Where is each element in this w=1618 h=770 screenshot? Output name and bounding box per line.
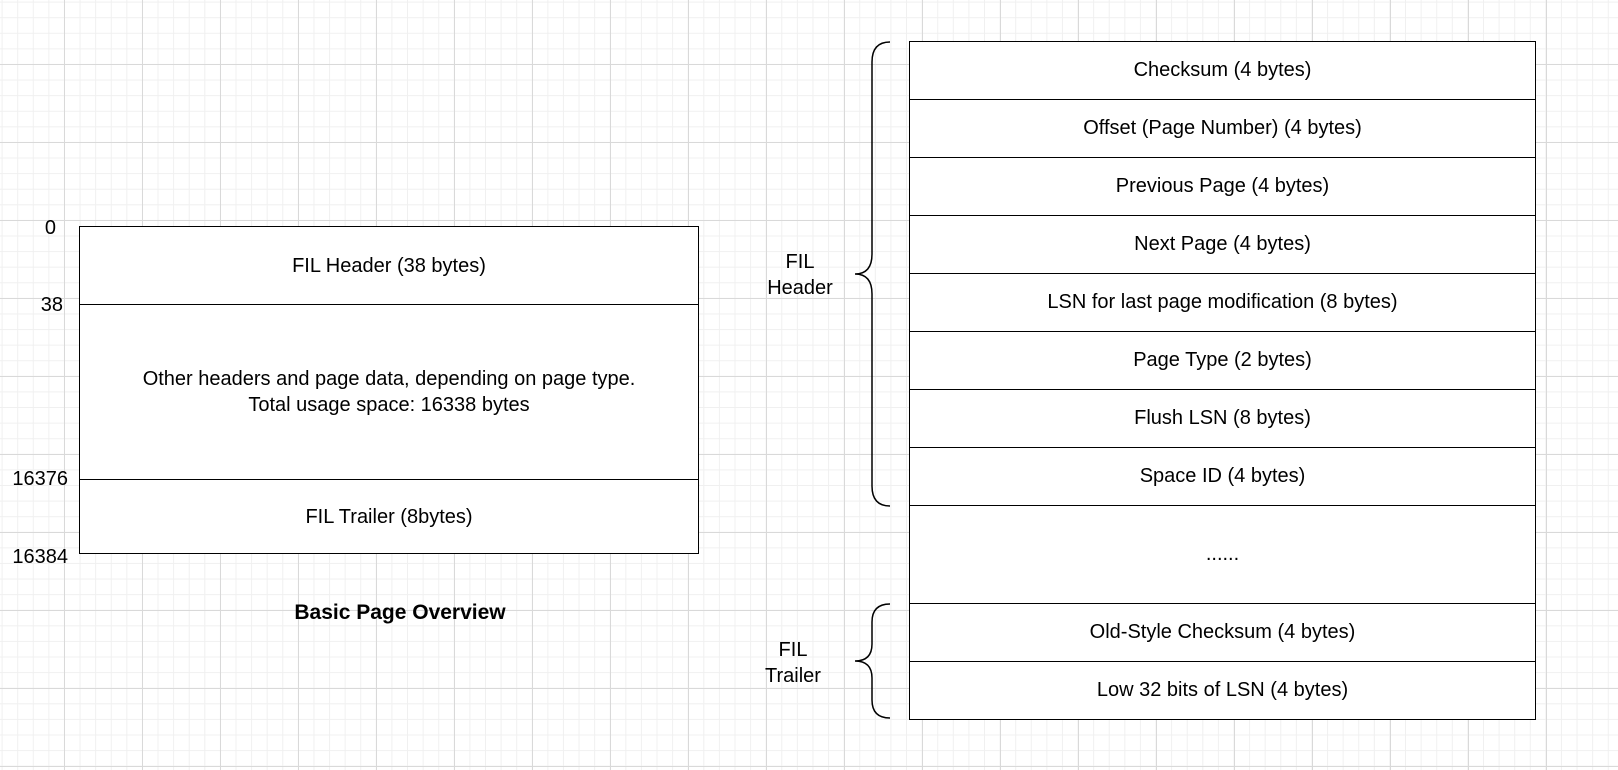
offset-16376: 16376	[12, 468, 68, 490]
diagram-caption: Basic Page Overview	[294, 601, 506, 624]
fil-trailer-block: FIL Trailer (8bytes)	[80, 479, 698, 555]
page-data-block-line-1: Other headers and page data, depending o…	[142, 367, 636, 390]
page-data-block: Other headers and page data, depending o…	[80, 304, 698, 480]
detail-row-label: Flush LSN (8 bytes)	[1134, 407, 1311, 429]
detail-row-label: Low 32 bits of LSN (4 bytes)	[1096, 678, 1349, 701]
fil-header-block-label: FIL Header (38 bytes)	[292, 254, 486, 277]
fil-header-side-label: FIL Header	[750, 249, 850, 301]
fil-trailer-block-label: FIL Trailer (8bytes)	[305, 506, 473, 528]
fil-header-block: FIL Header (38 bytes)	[80, 227, 698, 305]
detail-row-offset: Offset (Page Number) (4 bytes)	[910, 100, 1535, 158]
detail-row-label: Page Type (2 bytes)	[1133, 349, 1312, 371]
detail-row-lsn: LSN for last page modification (8 bytes)	[910, 274, 1535, 332]
detail-row-label: Space ID (4 bytes)	[1139, 465, 1306, 487]
fil-trailer-side-label: FIL Trailer	[743, 637, 843, 689]
detail-row-label: Old-Style Checksum (4 bytes)	[1089, 621, 1356, 643]
detail-row-previous-page: Previous Page (4 bytes)	[910, 158, 1535, 216]
detail-row-checksum: Checksum (4 bytes)	[910, 42, 1535, 100]
detail-row-next-page: Next Page (4 bytes)	[910, 216, 1535, 274]
fil-header-side-label-line-1: FIL	[785, 251, 815, 273]
fil-trailer-side-label-line-2: Trailer	[765, 665, 821, 687]
fil-trailer-brace	[854, 603, 891, 719]
fil-header-brace	[854, 41, 891, 507]
detail-row-page-type: Page Type (2 bytes)	[910, 332, 1535, 390]
detail-row-low-lsn: Low 32 bits of LSN (4 bytes)	[910, 662, 1535, 718]
detail-row-flush-lsn: Flush LSN (8 bytes)	[910, 390, 1535, 448]
detail-row-space-id: Space ID (4 bytes)	[910, 448, 1535, 506]
offset-38: 38	[40, 294, 63, 316]
page-detail-box: Checksum (4 bytes) Offset (Page Number) …	[909, 41, 1536, 720]
detail-row-label: ......	[1205, 543, 1240, 565]
offset-16384: 16384	[12, 546, 68, 568]
page-overview-box: FIL Header (38 bytes) Other headers and …	[79, 226, 699, 554]
detail-row-label: LSN for last page modification (8 bytes)	[1047, 291, 1398, 313]
detail-row-label: Next Page (4 bytes)	[1134, 233, 1311, 255]
detail-row-old-style-checksum: Old-Style Checksum (4 bytes)	[910, 604, 1535, 662]
fil-trailer-side-label-line-1: FIL	[778, 639, 808, 661]
fil-header-side-label-line-2: Header	[767, 277, 833, 299]
detail-row-label: Previous Page (4 bytes)	[1115, 175, 1330, 197]
detail-row-label: Offset (Page Number) (4 bytes)	[1083, 117, 1362, 139]
page-data-block-line-2: Total usage space: 16338 bytes	[248, 393, 530, 416]
detail-row-ellipsis: ......	[910, 506, 1535, 604]
detail-row-label: Checksum (4 bytes)	[1133, 59, 1312, 81]
offset-0: 0	[44, 217, 56, 239]
